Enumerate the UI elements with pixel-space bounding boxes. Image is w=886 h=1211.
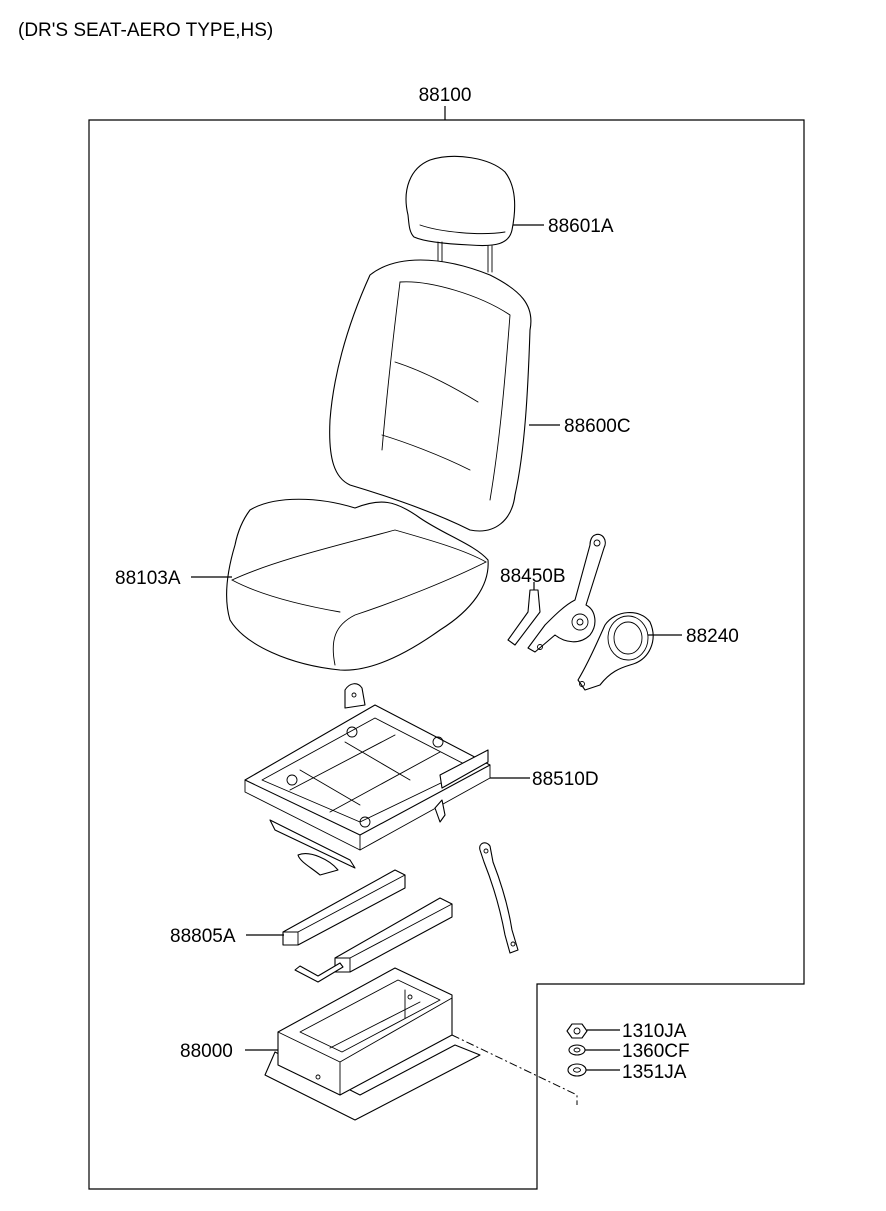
assembly-frame xyxy=(88,119,805,1190)
track-cover-upper[interactable] xyxy=(282,869,406,946)
part-label-88510D[interactable]: 88510D xyxy=(532,769,599,790)
part-label-88805A[interactable]: 88805A xyxy=(170,926,236,947)
seat-back[interactable] xyxy=(329,259,532,532)
part-label-1351JA[interactable]: 1351JA xyxy=(622,1062,687,1083)
part-label-88000[interactable]: 88000 xyxy=(180,1041,233,1062)
part-label-1310JA[interactable]: 1310JA xyxy=(622,1021,687,1042)
recliner-lever[interactable] xyxy=(507,533,606,653)
part-label-1360CF[interactable]: 1360CF xyxy=(622,1041,690,1062)
strap-bracket[interactable] xyxy=(479,842,519,954)
part-label-88600C[interactable]: 88600C xyxy=(564,416,631,437)
seat-track[interactable] xyxy=(244,683,491,876)
recliner-cover[interactable] xyxy=(577,612,654,691)
part-label-88450B[interactable]: 88450B xyxy=(500,566,566,587)
nut-icon[interactable] xyxy=(566,1023,588,1039)
headrest[interactable] xyxy=(405,155,516,273)
bolt-washer-icon[interactable] xyxy=(567,1063,587,1077)
seat-cushion[interactable] xyxy=(226,498,489,671)
part-label-88240[interactable]: 88240 xyxy=(686,626,739,647)
hardware-dashed-leader xyxy=(451,1034,578,1105)
seat-base[interactable] xyxy=(264,967,481,1121)
track-cover-lower[interactable] xyxy=(294,897,453,983)
part-label-88100[interactable]: 88100 xyxy=(419,85,472,106)
part-label-88601A[interactable]: 88601A xyxy=(548,216,614,237)
diagram-title: (DR'S SEAT-AERO TYPE,HS) xyxy=(18,20,273,41)
washer-icon[interactable] xyxy=(568,1044,586,1056)
part-label-88103A[interactable]: 88103A xyxy=(115,568,181,589)
